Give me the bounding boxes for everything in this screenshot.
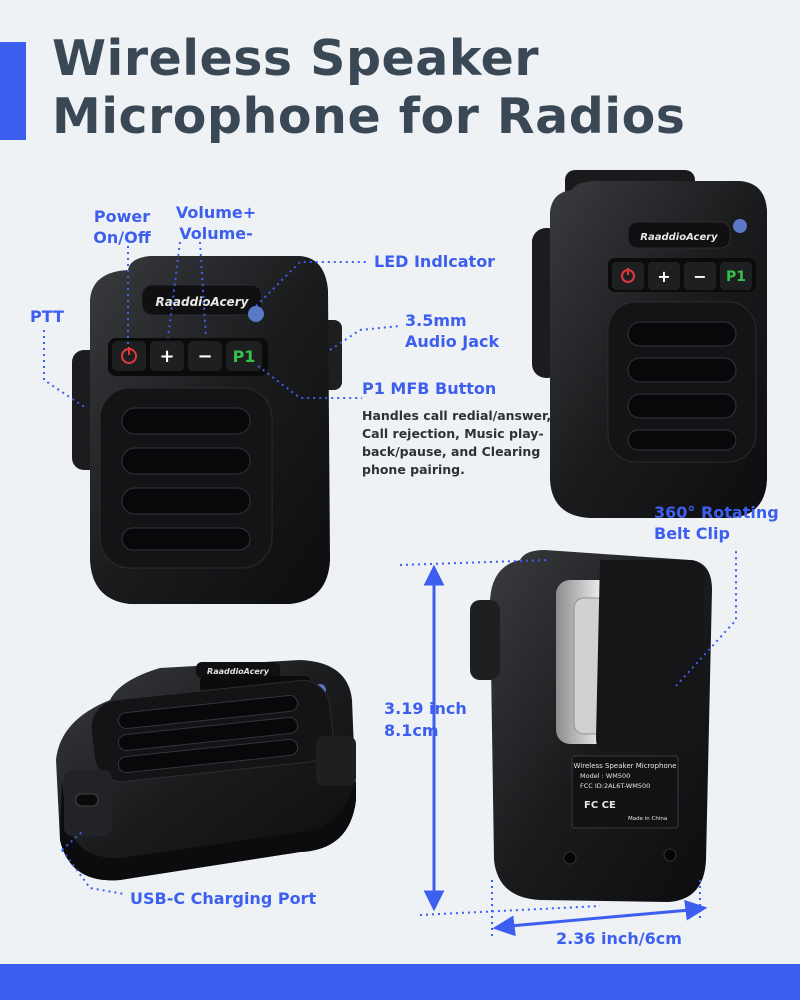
- label-volume: Volume+ Volume-: [170, 202, 262, 244]
- bottom-bar: [0, 964, 800, 1000]
- p1-description: Handles call redial/answer, Call rejecti…: [362, 408, 552, 477]
- label-p1: P1 MFB Button: [362, 379, 497, 398]
- plus-key: +: [159, 346, 174, 367]
- sticker-line-3: FCC ID:2AL6T-WM500: [580, 782, 650, 790]
- sticker-line-4: Made in China: [628, 816, 667, 822]
- sticker-line-2: Model : WM500: [580, 772, 630, 780]
- label-audio-jack-text: 3.5mm Audio Jack: [405, 311, 500, 351]
- label-ptt: PTT: [30, 307, 64, 326]
- device-front-small: RaaddioAcery + − P1: [532, 170, 767, 518]
- brand-logo-lying: RaaddioAcery: [207, 667, 270, 676]
- label-usb: USB-C Charging Port: [130, 889, 317, 908]
- label-audio-jack: 3.5mm Audio Jack: [405, 310, 525, 352]
- title-line-2: Microphone for Radios: [52, 88, 686, 145]
- label-volume-text: Volume+ Volume-: [175, 203, 257, 243]
- leader-lines: [43, 241, 737, 940]
- svg-text:FC CE: FC CE: [584, 800, 616, 811]
- device-front-main: RaaddioAcery + − P1: [72, 256, 342, 604]
- device-back: Wireless Speaker Microphone Model : WM50…: [470, 550, 712, 902]
- label-belt-clip-text: 360° Rotating Belt Clip: [654, 503, 779, 543]
- height-cm: 8.1cm: [384, 721, 439, 740]
- page-title: Wireless Speaker Microphone for Radios: [52, 30, 685, 146]
- dimension-width: 2.36 inch/6cm: [556, 929, 682, 948]
- brand-logo-small: RaaddioAcery: [640, 232, 718, 243]
- label-power-text: Power On/Off: [93, 207, 151, 247]
- label-led: LED Indlcator: [374, 252, 496, 271]
- plus-key-small: +: [657, 267, 670, 286]
- dimension-height: 3.19 inch 8.1cm: [384, 698, 467, 742]
- p1-key: P1: [233, 347, 256, 366]
- device-lying: RaaddioAcery: [56, 660, 356, 881]
- height-inch: 3.19 inch: [384, 699, 467, 718]
- sticker-line-1: Wireless Speaker Microphone: [574, 762, 677, 770]
- title-line-1: Wireless Speaker: [52, 30, 539, 87]
- label-power: Power On/Off: [86, 206, 158, 248]
- minus-key-small: −: [693, 267, 706, 286]
- p1-key-small: P1: [726, 269, 746, 285]
- minus-key: −: [197, 346, 212, 367]
- accent-bar: [0, 42, 26, 140]
- brand-logo: RaaddioAcery: [156, 295, 250, 309]
- dimension-arrows: [423, 564, 708, 937]
- label-belt-clip: 360° Rotating Belt Clip: [654, 502, 794, 544]
